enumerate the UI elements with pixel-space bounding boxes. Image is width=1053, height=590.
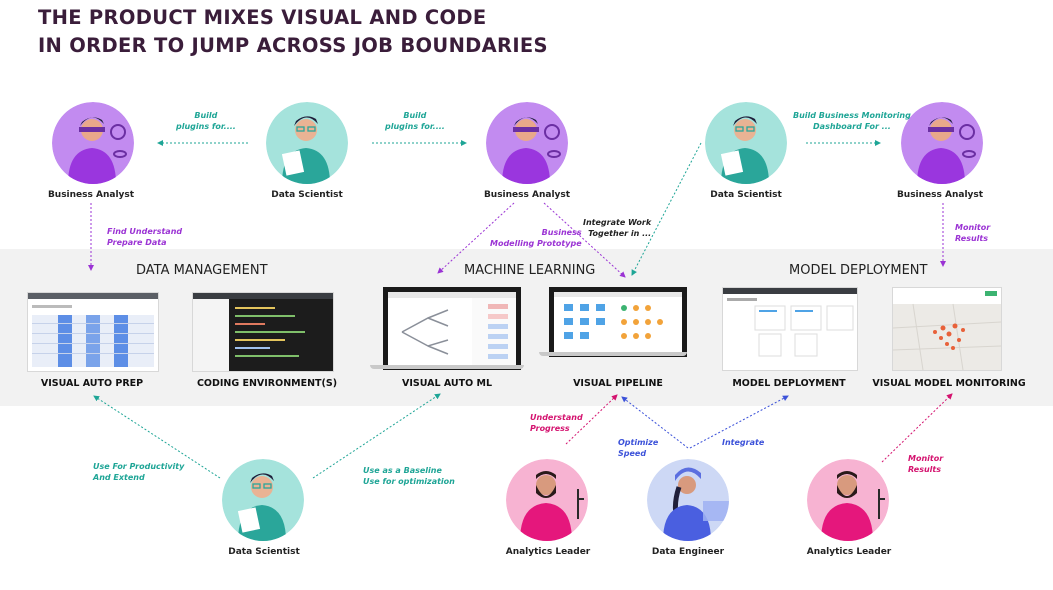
monitoring-screen [892, 287, 1002, 371]
tool-label-pipeline: VISUAL PIPELINE [573, 378, 663, 389]
data-scientist-avatar-3 [222, 459, 304, 541]
note-monitor-results-1: Monitor Results [955, 223, 991, 243]
note-understand-progress: Understand Progress [530, 413, 583, 433]
title-line-2: IN ORDER TO JUMP ACROSS JOB BOUNDARIES [38, 34, 548, 57]
role-business-analyst-3: Business Analyst [896, 190, 984, 200]
data-scientist-avatar-2 [705, 102, 787, 184]
section-data-management: DATA MANAGEMENT [136, 263, 268, 278]
role-data-scientist-1: Data Scientist [271, 190, 343, 200]
pipeline-screen [549, 287, 687, 357]
business-analyst-avatar-2 [486, 102, 568, 184]
note-integrate-work: Integrate Work Together in ... [583, 218, 652, 238]
title-line-1: THE PRODUCT MIXES VISUAL AND CODE [38, 6, 487, 29]
tool-label-coding: CODING ENVIRONMENT(S) [196, 378, 338, 389]
note-build-plugins-2: Build plugins for.... [385, 111, 445, 131]
note-baseline: Use as a Baseline Use for optimization [363, 466, 455, 486]
role-data-scientist-3: Data Scientist [228, 547, 300, 557]
tool-label-auto-prep: VISUAL AUTO PREP [40, 378, 144, 389]
auto-ml-screen [383, 287, 521, 370]
role-business-analyst-1: Business Analyst [47, 190, 135, 200]
laptop-base [370, 365, 524, 369]
data-engineer-avatar [647, 459, 729, 541]
section-machine-learning: MACHINE LEARNING [464, 263, 596, 278]
deployment-screen [722, 287, 858, 371]
data-scientist-avatar [266, 102, 348, 184]
page-title: THE PRODUCT MIXES VISUAL AND CODE IN ORD… [38, 4, 548, 60]
tool-label-auto-ml: VISUAL AUTO ML [401, 378, 492, 389]
note-find-prepare: Find Understand Prepare Data [107, 227, 183, 247]
analytics-leader-avatar-2 [807, 459, 889, 541]
role-data-engineer: Data Engineer [651, 547, 725, 557]
business-analyst-avatar [52, 102, 134, 184]
note-productivity: Use For Productivity And Extend [93, 462, 185, 482]
analytics-leader-avatar [506, 459, 588, 541]
role-analytics-leader-2: Analytics Leader [806, 547, 892, 557]
tools-band [0, 249, 1053, 406]
role-analytics-leader-1: Analytics Leader [505, 547, 591, 557]
note-build-plugins-1: Build plugins for.... [176, 111, 236, 131]
section-model-deployment: MODEL DEPLOYMENT [789, 263, 928, 278]
tool-label-deployment: MODEL DEPLOYMENT [732, 378, 846, 389]
note-build-monitoring: Build Business Monitoring Dashboard For … [793, 111, 911, 131]
auto-prep-screen [27, 292, 159, 372]
role-data-scientist-2: Data Scientist [710, 190, 782, 200]
business-analyst-avatar-3 [901, 102, 983, 184]
laptop-base-2 [539, 352, 687, 356]
role-business-analyst-2: Business Analyst [483, 190, 571, 200]
note-business-modelling: Business Modelling Prototype [490, 228, 582, 248]
note-monitor-results-2: Monitor Results [908, 454, 944, 474]
note-integrate: Integrate [722, 438, 765, 447]
tool-label-monitoring: VISUAL MODEL MONITORING [872, 378, 1026, 389]
note-optimize-speed: Optimize Speed [618, 438, 659, 458]
coding-screen [192, 292, 334, 372]
